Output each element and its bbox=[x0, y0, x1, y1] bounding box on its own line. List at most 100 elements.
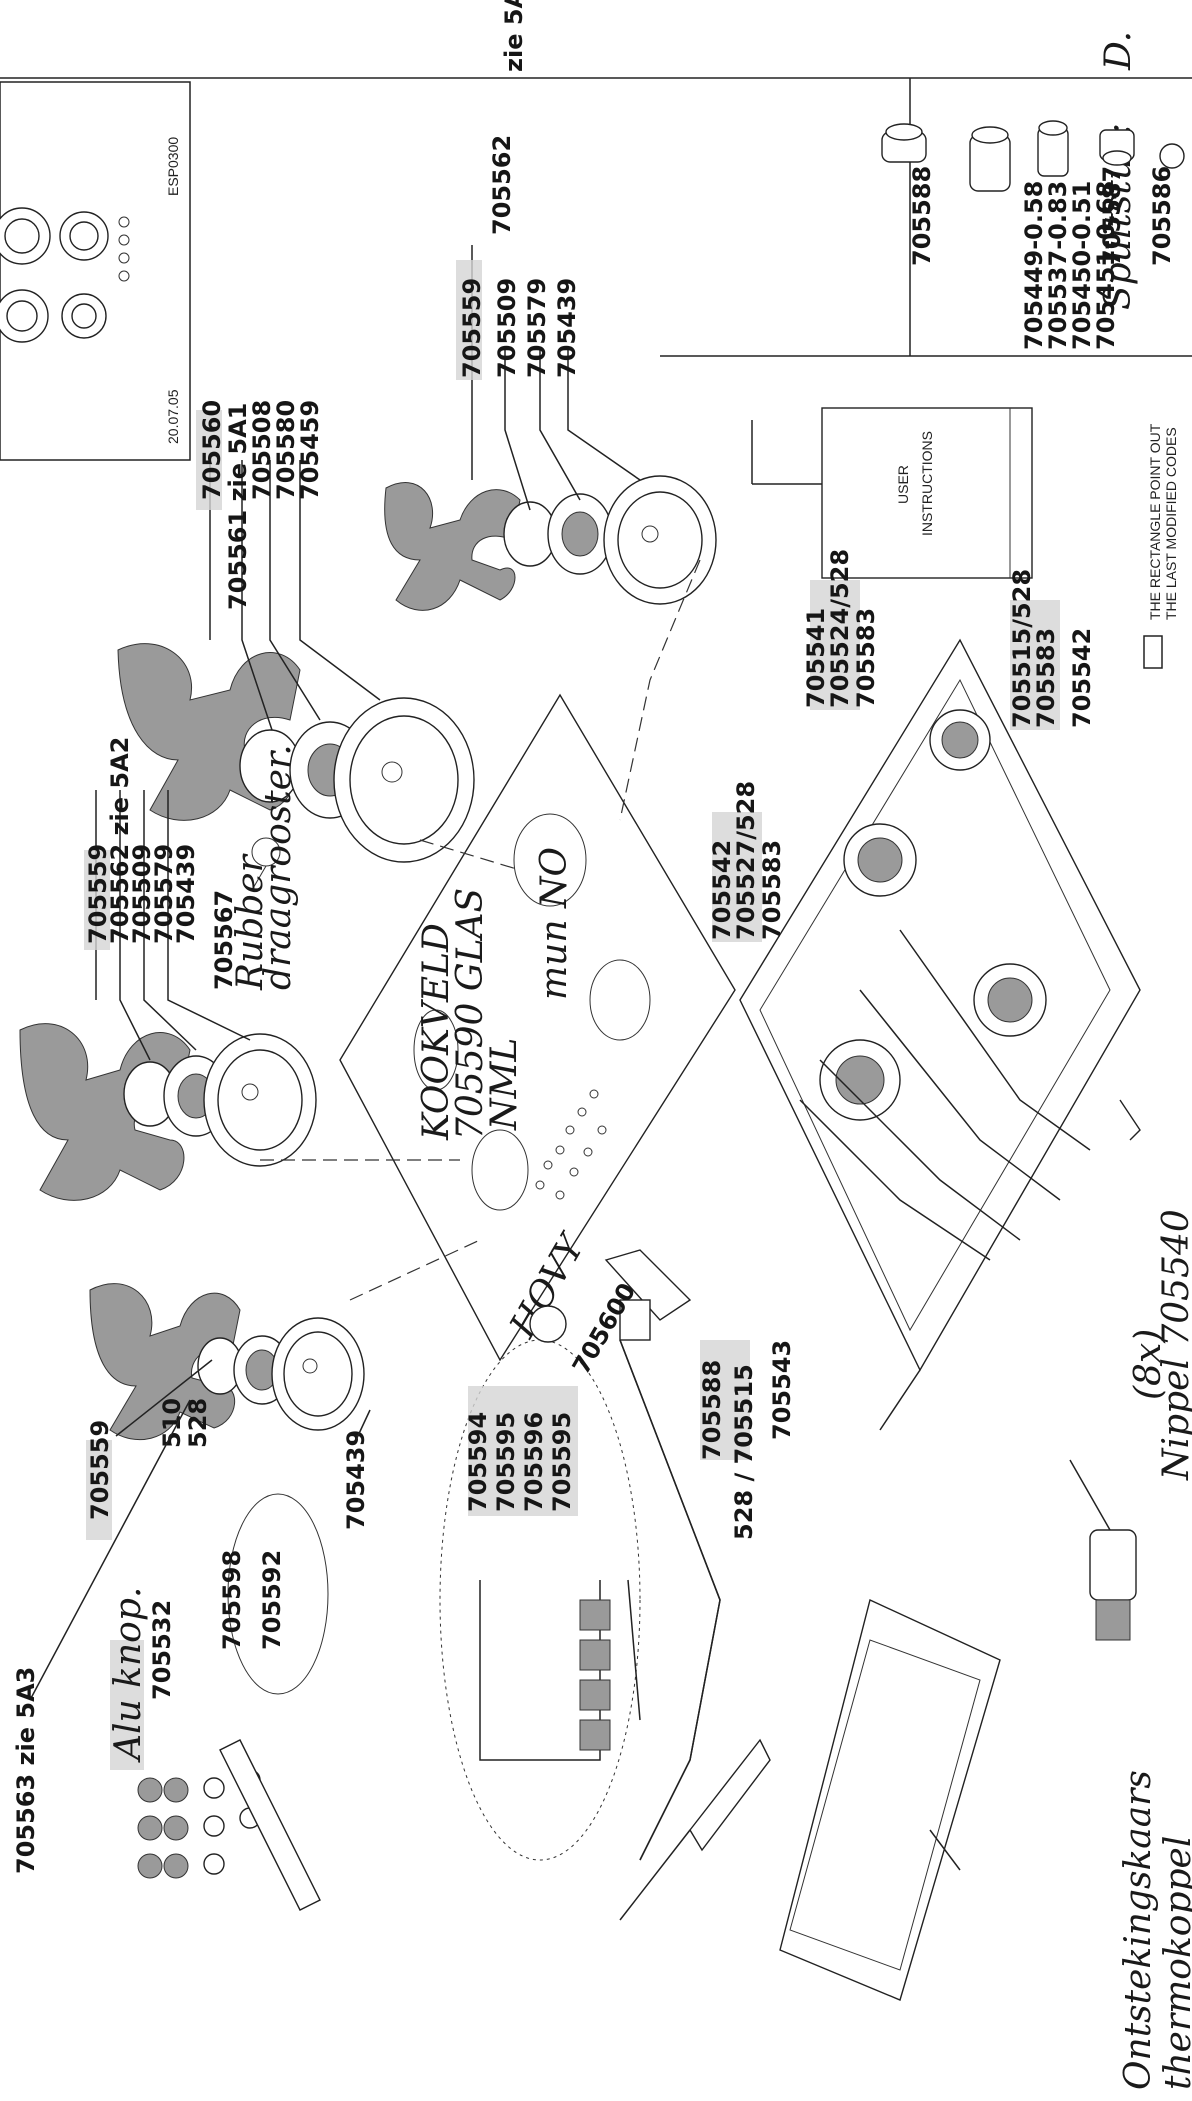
ignition-label: Ontstekingskaars bbox=[1118, 1770, 1159, 2090]
user-manual-booklet bbox=[821, 407, 1033, 579]
dashed-leader bbox=[619, 559, 701, 821]
gas-taps bbox=[479, 1579, 641, 1761]
dashed-leader bbox=[419, 839, 521, 871]
cap-code: 705439 bbox=[342, 1430, 370, 1530]
brand-fragment: D. bbox=[1098, 31, 1139, 71]
glass-hole bbox=[589, 959, 651, 1041]
cap-code: 528 bbox=[184, 1398, 212, 1448]
glass-label-1: KOOKVELD bbox=[416, 923, 457, 1141]
thermo-code: 705524/528 bbox=[826, 549, 854, 708]
spuitstuk-code: 705451-0.68 bbox=[1092, 181, 1120, 350]
legend-line1: THE RECTANGLE POINT OUT bbox=[1147, 423, 1163, 620]
cooktop-thumbnail bbox=[0, 207, 130, 343]
burner-3-code: 705508 bbox=[248, 400, 276, 500]
rubber-desc: draagrooster. bbox=[258, 744, 299, 990]
thermo-code: 705583 bbox=[1032, 628, 1060, 728]
tap-labels: 705594 705595 705596 705595 bbox=[464, 1386, 578, 1516]
injector-label: 705587 bbox=[1098, 166, 1126, 266]
thermo-right2-labels: 705515/528 705583 705542 bbox=[1008, 569, 1096, 730]
thermo-code: 705542 bbox=[1068, 628, 1096, 728]
knob-rail bbox=[219, 1739, 321, 1911]
burner-4-code: 705439 bbox=[553, 278, 581, 378]
rubber-code: 705567 bbox=[210, 890, 238, 990]
spuitstuk-code: 705537-0.83 bbox=[1044, 181, 1072, 350]
spuitstuk-code: 705449-0.58 bbox=[1020, 181, 1048, 350]
thermo-code: 705542 bbox=[708, 840, 736, 940]
burner-3-code: 705560 bbox=[198, 400, 226, 500]
burner-cups bbox=[819, 709, 1047, 1121]
thermo-code: 528 / 705515 bbox=[730, 1364, 758, 1540]
alu-knop-title: Alu knop. bbox=[108, 1587, 149, 1763]
thermo-code: 705583 bbox=[852, 608, 880, 708]
spuitstuk-codes: 705449-0.58 705537-0.83 705450-0.51 7054… bbox=[1020, 181, 1120, 350]
alu-highlight bbox=[110, 1640, 144, 1770]
burner-3-labels: 705560 705561 zie 5A1 705508 705580 7054… bbox=[196, 400, 324, 610]
tap-code: 705594 bbox=[464, 1412, 492, 1512]
burner-base-2 bbox=[203, 1033, 317, 1167]
nipple-part bbox=[1069, 1459, 1137, 1641]
burner-2-code: 705439 bbox=[172, 844, 200, 944]
burner-2-code: 705579 bbox=[150, 844, 178, 944]
thermo-right1-labels: 705541 705524/528 705583 bbox=[802, 549, 880, 710]
thermo-mid-labels: 705542 705527/528 705583 bbox=[708, 781, 786, 942]
burner-3-code: 705561 zie 5A1 bbox=[224, 403, 252, 610]
glass-hole bbox=[513, 813, 587, 907]
top-right-note: zie 5A2 bbox=[500, 0, 528, 72]
glass-hole bbox=[471, 1129, 529, 1211]
pan-support-1 bbox=[89, 1283, 241, 1441]
legend-rectangle bbox=[1143, 635, 1163, 669]
burner-2-code: 705559 bbox=[84, 844, 112, 944]
thumbnail-frame bbox=[0, 81, 191, 461]
alu-leader bbox=[29, 1399, 191, 1701]
thermo-code: 705583 bbox=[758, 840, 786, 940]
tap-code: 705595 bbox=[492, 1412, 520, 1512]
spark-lead bbox=[1119, 1099, 1141, 1141]
burner-head-4 bbox=[547, 493, 613, 575]
thermocouple-label: thermokoppel bbox=[1158, 1836, 1192, 2090]
glass-top-plate bbox=[339, 693, 736, 1362]
burner-4-code: 705509 bbox=[493, 278, 521, 378]
injector-label: 705586 bbox=[1148, 166, 1176, 266]
base-tray-inner bbox=[759, 678, 1111, 1332]
manual-label-1: USER bbox=[895, 465, 911, 504]
knob-code: 705592 bbox=[258, 1550, 286, 1650]
base-tray bbox=[739, 638, 1141, 1372]
cap-code: 705559 bbox=[86, 1420, 114, 1520]
glass-label-2: 705590 GLAS bbox=[450, 888, 491, 1140]
burner-1-labels: 705559 510 528 705439 bbox=[86, 1398, 370, 1540]
bottom-plate bbox=[779, 1599, 1001, 2001]
top-left-note: 705563 zie 5A3 bbox=[12, 1667, 40, 1874]
burner-2-labels: 705559 705562 zie 5A2 705509 705579 7054… bbox=[84, 737, 200, 950]
burner-2-code: 705509 bbox=[128, 844, 156, 944]
gas-lines bbox=[799, 929, 1091, 1261]
injector-parts bbox=[881, 120, 1185, 192]
knob-ellipse bbox=[227, 1493, 329, 1695]
dashed-leader bbox=[349, 1239, 481, 1301]
burner-4-code: 705579 bbox=[523, 278, 551, 378]
burner-base-3 bbox=[333, 697, 475, 863]
rubber-label: Rubber bbox=[230, 853, 271, 991]
burner-4-labels: 705559 705509 705579 705439 705562 bbox=[456, 135, 581, 380]
burner-3-code: 705580 bbox=[272, 400, 300, 500]
tap-code: 705596 bbox=[520, 1412, 548, 1512]
drawing-date: 20.07.05 bbox=[165, 389, 181, 444]
alu-knop-code: 705532 bbox=[148, 1600, 176, 1700]
burner-4-code: 705559 bbox=[458, 278, 486, 378]
glass-note: mun NO bbox=[534, 847, 575, 1000]
burner-3-code: 705459 bbox=[296, 400, 324, 500]
nipple-count: (8x) bbox=[1128, 1329, 1169, 1400]
glass-knob-holes bbox=[535, 1089, 607, 1200]
kookveld-circle bbox=[413, 1009, 459, 1091]
injector-label: 705588 bbox=[908, 166, 936, 266]
thermo-code: 705541 bbox=[802, 608, 830, 708]
burner-2-code: 705562 zie 5A2 bbox=[106, 737, 134, 944]
cap-code: 510 bbox=[158, 1398, 186, 1448]
tap-code: 705595 bbox=[548, 1412, 576, 1512]
thermo-code: 705515/528 bbox=[1008, 569, 1036, 728]
model-code: ESP0300 bbox=[165, 137, 181, 196]
thermo-code: 705527/528 bbox=[732, 781, 760, 940]
nipple-code: Nippel 705540 bbox=[1156, 1209, 1192, 1481]
pan-support-4 bbox=[384, 482, 521, 611]
